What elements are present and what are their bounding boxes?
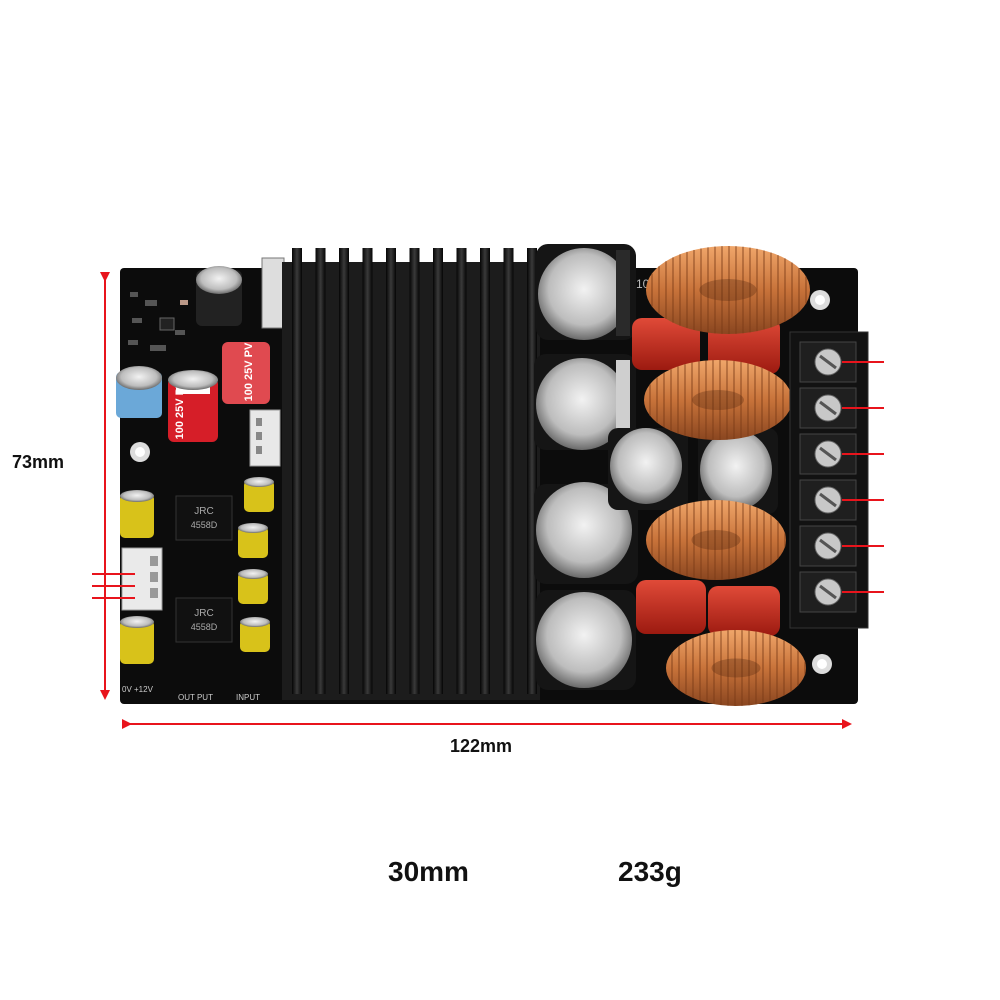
mounting-holes (130, 290, 832, 674)
terminal-block (789, 331, 869, 629)
electrolytic-cap-blue (116, 366, 162, 418)
toroid-coil (646, 246, 810, 334)
depth-label: 30mm (388, 856, 469, 887)
power-label: 0V +12V (122, 685, 154, 694)
toroid-coil (646, 500, 786, 580)
opamp-chip-2: JRC 4558D (175, 597, 233, 643)
weight-label: 233g (618, 856, 682, 887)
svg-text:4558D: 4558D (191, 520, 218, 530)
heatsink-fin (433, 248, 443, 694)
svg-text:100 25V PV: 100 25V PV (243, 342, 255, 401)
output-label: OUT PUT (178, 693, 213, 702)
heatsink-fin (339, 248, 349, 694)
height-label: 73mm (12, 452, 65, 472)
svg-text:JRC: JRC (194, 506, 213, 517)
opamp-chip-1: JRC 4558D (175, 495, 233, 541)
terminal-pointer-lines (842, 361, 884, 593)
heatsink-fin (362, 248, 373, 694)
input-label: INPUT (236, 693, 260, 702)
heatsink-fin (386, 248, 396, 694)
heatsink-fin (315, 248, 326, 694)
electrolytic-cap-red-2: 100 25V PV (222, 342, 270, 404)
smd-components (128, 292, 188, 351)
width-label: 122mm (450, 736, 513, 756)
small-electrolytic-cap (196, 266, 242, 326)
toroidal-inductors (644, 246, 810, 706)
toroid-coil (644, 360, 792, 440)
dimension-arrows (92, 272, 852, 729)
svg-text:JRC: JRC (194, 608, 213, 619)
svg-text:100 25V PV: 100 25V PV (174, 380, 186, 439)
heatsink-fin (480, 248, 490, 694)
yellow-capacitors (120, 477, 274, 664)
connector-small-top (249, 409, 281, 467)
electrolytic-cap-red-1: 100 25V PV (168, 370, 218, 442)
heatsink-fin (292, 248, 302, 694)
heatsink-fin (527, 248, 537, 694)
svg-text:4558D: 4558D (191, 622, 218, 632)
heatsink (282, 248, 540, 700)
tall-component (261, 257, 285, 329)
toroid-coil (666, 630, 806, 706)
input-connector (121, 547, 163, 611)
heatsink-fin (409, 248, 420, 694)
heatsink-fin (503, 248, 514, 694)
large-electrolytic-caps (534, 244, 778, 690)
heatsink-fin (456, 248, 467, 694)
